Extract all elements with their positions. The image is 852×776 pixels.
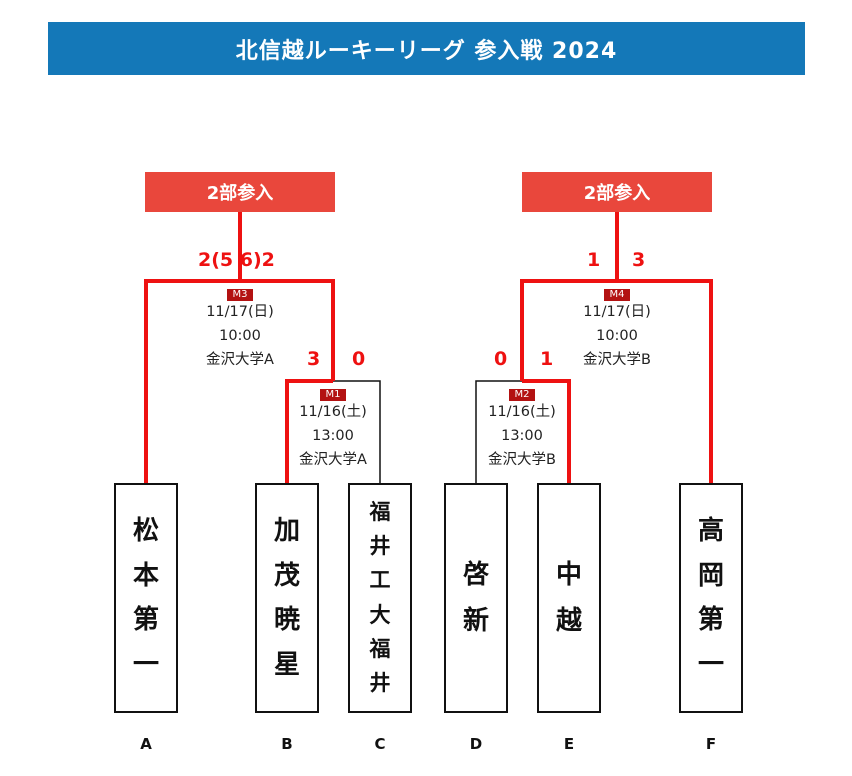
- team-b-char: 茂: [273, 560, 300, 591]
- entry-box-right: 2部参入: [522, 172, 712, 212]
- team-e-char: 中: [555, 559, 582, 590]
- match-venue-m4: 金沢大学B: [583, 352, 651, 368]
- team-b-char: 星: [273, 650, 300, 681]
- score-m4-right: 3: [632, 249, 646, 271]
- team-letter-f: F: [705, 735, 717, 753]
- m4-winner-path: [615, 212, 713, 483]
- match-date-m3: 11/17(日): [206, 304, 274, 320]
- team-c-char: 井: [369, 534, 391, 559]
- match-info-m4: 11/17(日) 10:00 金沢大学B: [567, 300, 667, 372]
- team-f-char: 高: [697, 515, 724, 546]
- team-f-char: 岡: [697, 560, 724, 591]
- score-m2-right: 1: [540, 348, 554, 370]
- match-venue-m1: 金沢大学A: [299, 452, 367, 468]
- team-b-char: 暁: [273, 605, 300, 636]
- page-title-banner: 北信越ルーキーリーグ 参入戦 2024: [48, 22, 805, 75]
- team-c-char: 井: [369, 670, 391, 695]
- team-a-char: 第: [132, 605, 159, 636]
- team-box-e: 中 越: [537, 483, 601, 713]
- team-letter-a: A: [140, 735, 152, 753]
- team-a-char: 一: [132, 650, 159, 681]
- page-title: 北信越ルーキーリーグ 参入戦 2024: [235, 38, 618, 64]
- team-letter-e: E: [563, 735, 575, 753]
- team-box-a: 松 本 第 一: [114, 483, 178, 713]
- winner-lines: [144, 212, 713, 483]
- match-date-m2: 11/16(土): [488, 404, 556, 420]
- team-letter-d: D: [469, 735, 483, 753]
- team-box-b: 加 茂 暁 星: [255, 483, 319, 713]
- entry-label-left: 2部参入: [206, 183, 274, 204]
- team-c-char: 福: [369, 500, 391, 525]
- match-time-m2: 13:00: [501, 428, 543, 444]
- team-a-char: 松: [132, 515, 159, 546]
- match-info-m2: 11/16(土) 13:00 金沢大学B: [472, 400, 572, 472]
- team-box-d: 啓 新: [444, 483, 508, 713]
- score-m1-left: 3: [307, 348, 321, 370]
- team-b-char: 加: [273, 515, 300, 546]
- match-time-m4: 10:00: [596, 328, 638, 344]
- team-d-char: 啓: [462, 559, 489, 590]
- match-info-m3: 11/17(日) 10:00 金沢大学A: [190, 300, 290, 372]
- score-m3: 2(5 6)2: [198, 249, 275, 271]
- score-m1-right: 0: [352, 348, 366, 370]
- score-m2-left: 0: [494, 348, 508, 370]
- team-letter-c: C: [374, 735, 386, 753]
- team-e-char: 越: [555, 606, 582, 637]
- match-tag-m1: M1: [320, 389, 346, 401]
- entry-box-left: 2部参入: [145, 172, 335, 212]
- match-tag-m3: M3: [227, 289, 253, 301]
- m2-winner-path: [522, 379, 571, 483]
- match-time-m1: 13:00: [312, 428, 354, 444]
- score-m4-left: 1: [587, 249, 601, 271]
- team-c-char: 工: [369, 568, 391, 593]
- team-f-char: 第: [697, 605, 724, 636]
- team-d-char: 新: [462, 606, 489, 637]
- team-f-char: 一: [697, 650, 724, 681]
- match-venue-m3: 金沢大学A: [206, 352, 274, 368]
- team-box-c: 福 井 工 大 福 井: [348, 483, 412, 713]
- match-time-m3: 10:00: [219, 328, 261, 344]
- match-date-m4: 11/17(日): [583, 304, 651, 320]
- m4-left-path: [520, 279, 617, 381]
- team-a-char: 本: [132, 560, 159, 591]
- team-c-char: 大: [369, 602, 391, 627]
- m1-winner-path: [285, 379, 333, 483]
- match-info-m1: 11/16(土) 13:00 金沢大学A: [283, 400, 383, 472]
- match-venue-m2: 金沢大学B: [488, 452, 556, 468]
- team-box-f: 高 岡 第 一: [679, 483, 743, 713]
- match-tag-m2: M2: [509, 389, 535, 401]
- entry-label-right: 2部参入: [583, 183, 651, 204]
- team-c-char: 福: [369, 636, 391, 661]
- team-letter-b: B: [281, 735, 293, 753]
- match-date-m1: 11/16(土): [299, 404, 367, 420]
- match-tag-m4: M4: [604, 289, 630, 301]
